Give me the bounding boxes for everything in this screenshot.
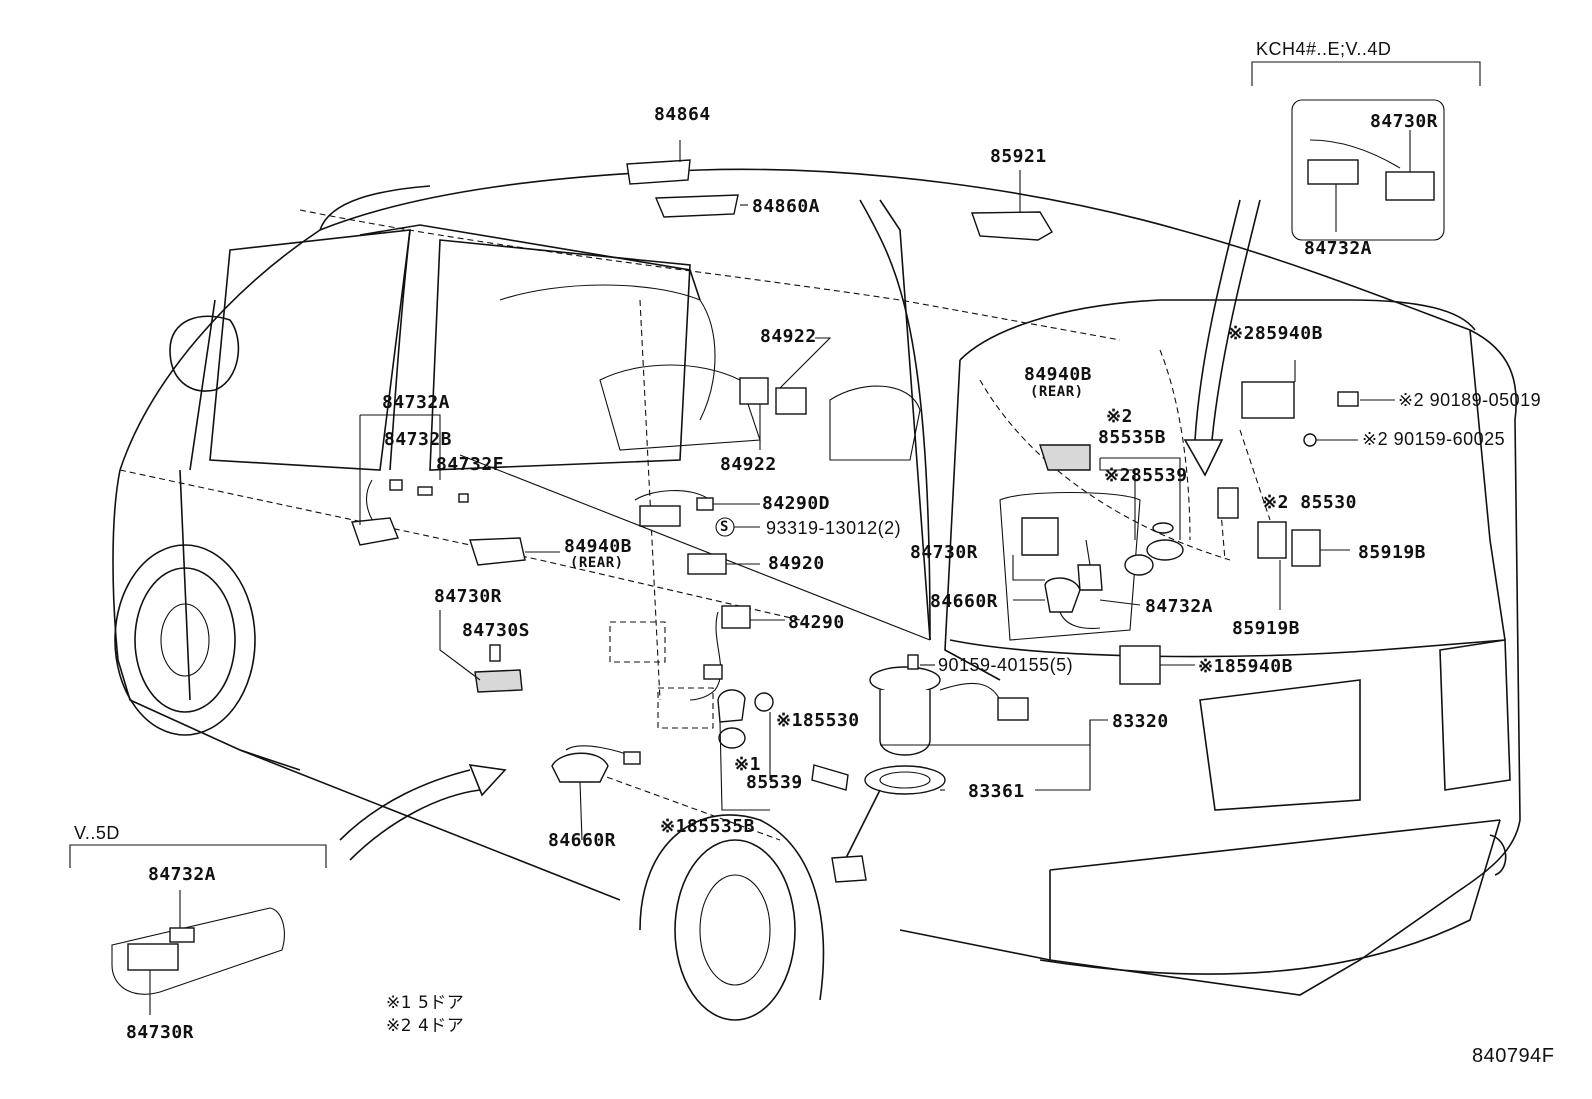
label-84940B-right: 84940B [1024,364,1093,385]
label-84922-bottom: 84922 [720,454,777,475]
label-84920: 84920 [768,553,825,574]
variant-label-top-right: KCH4#..E;V..4D [1256,39,1392,59]
label-84730R-top-right: 84730R [1370,111,1439,132]
label-84730S: 84730S [462,620,531,641]
label-84922-top: 84922 [760,326,817,347]
label-85921: 85921 [990,146,1047,167]
label-84660R-bottom: 84660R [548,830,617,851]
label-85919B-bottom: 85919B [1232,618,1301,639]
label-85530-2: ※2 85530 [1262,492,1357,513]
label-85539: 85539 [746,772,803,793]
legend-line-1: ※1 5ドア [386,993,465,1013]
label-84732F: 84732F [436,454,505,475]
bolt-s-mark: S [720,519,729,535]
interior-dashed-lines [119,209,1271,841]
label-85535B: 85535B [1098,427,1167,448]
label-85940B-1: ※185940B [1198,656,1293,677]
label-84732A-middle: 84732A [1145,596,1214,617]
label-84732A-bottom-left: 84732A [148,864,217,885]
label-185530: ※185530 [776,710,860,731]
label-84730R-middle: 84730R [910,542,979,563]
label-rear-left: (REAR) [570,555,624,571]
label-83320: 83320 [1112,711,1169,732]
label-84864: 84864 [654,104,711,125]
legend-line-2: ※2 4ドア [386,1016,465,1036]
label-84860A: 84860A [752,196,821,217]
label-85539-2: ※285539 [1104,465,1188,486]
label-84730R-left: 84730R [434,586,503,607]
label-mark1: ※1 [734,754,761,775]
label-90159-40155: 90159-40155(5) [938,655,1074,675]
label-83361: 83361 [968,781,1025,802]
parts [69,61,1481,1015]
label-90189-05019: ※2 90189-05019 [1398,390,1542,410]
label-84732A-left: 84732A [382,392,451,413]
label-rear-right: (REAR) [1030,384,1084,400]
label-85919B-right: 85919B [1358,542,1427,563]
label-84940B-left: 84940B [564,536,633,557]
label-90159-60025: ※2 90159-60025 [1362,429,1506,449]
label-84660R-right: 84660R [930,591,999,612]
label-84732B: 84732B [384,429,453,450]
label-84730R-bottom-left: 84730R [126,1022,195,1043]
label-mark2-right: ※2 [1106,406,1133,427]
label-93319-13012: 93319-13012(2) [766,518,902,538]
vehicle-body [112,168,1521,1021]
label-84732A-top-right: 84732A [1304,238,1373,259]
variant-label-bottom-left: V..5D [74,823,120,843]
label-84290D: 84290D [762,493,831,514]
label-85940B-2: ※285940B [1228,323,1323,344]
figure-code: 840794F [1472,1045,1555,1067]
label-84290: 84290 [788,612,845,633]
pointer-arrows [339,199,1261,861]
label-185535B: ※185535B [660,816,755,837]
